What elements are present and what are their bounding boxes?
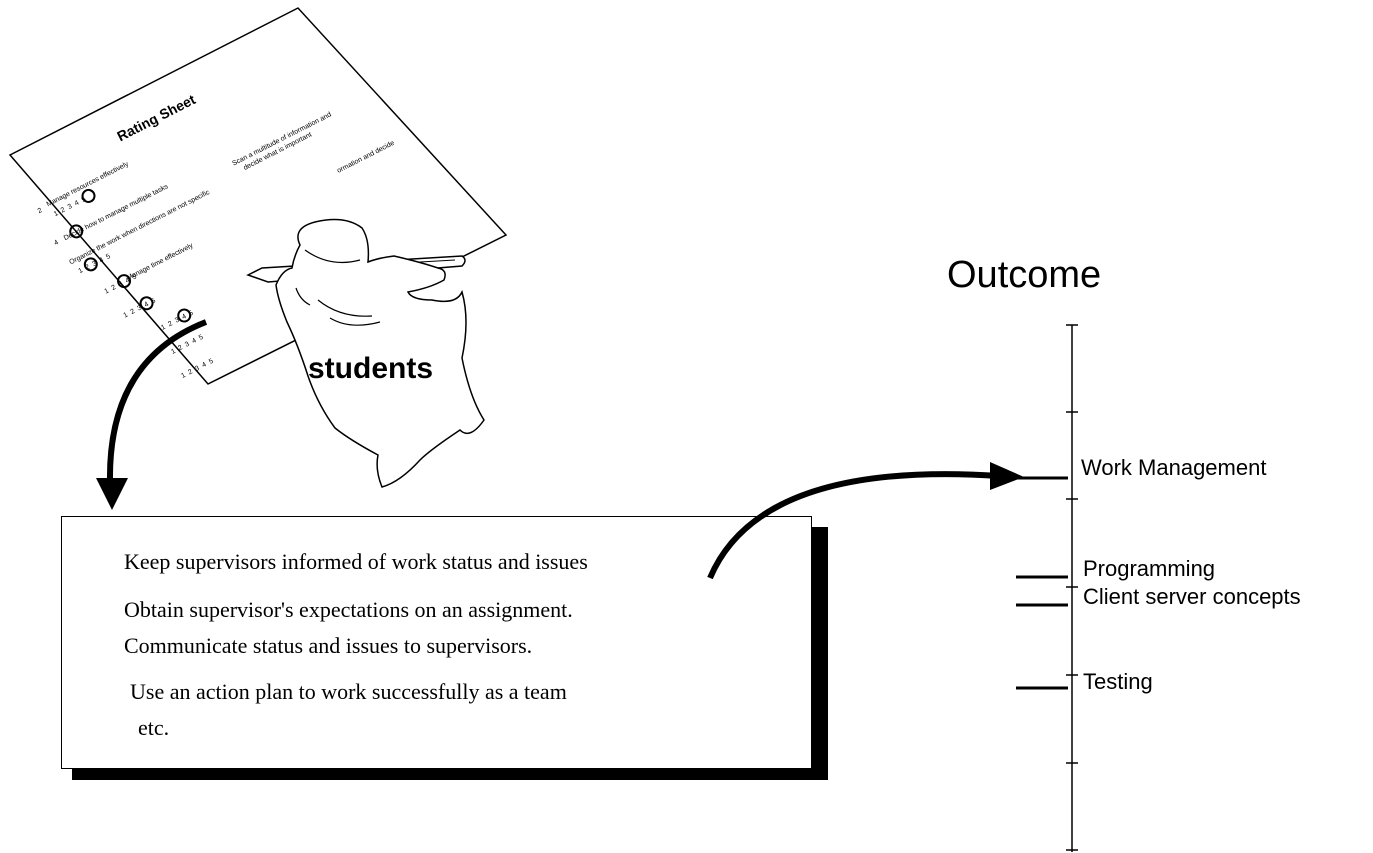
rating-circle — [117, 274, 132, 289]
rating-circle — [81, 188, 96, 203]
hand-label: students — [308, 352, 433, 385]
rating-circle — [83, 257, 98, 272]
rating-circle — [139, 296, 154, 311]
rating-item-number: 2 — [37, 207, 44, 215]
rating-circle — [69, 224, 84, 239]
objective-line: etc. — [138, 715, 170, 740]
objective-line: Obtain supervisor's expectations on an a… — [124, 597, 573, 622]
objective-line: Use an action plan to work successfully … — [130, 679, 567, 704]
outcome-label-client-server: Client server concepts — [1083, 584, 1301, 609]
objectives-box: Keep supervisors informed of work status… — [61, 516, 812, 769]
scale-ticks — [1066, 324, 1078, 851]
hand-drawing: students — [246, 218, 485, 488]
rating-sheet: Rating Sheet 2 Manage resources effectiv… — [0, 0, 520, 390]
outcome-label-programming: Programming — [1083, 556, 1216, 581]
objective-line: Communicate status and issues to supervi… — [124, 633, 533, 658]
objective-line: Keep supervisors informed of work status… — [124, 549, 588, 574]
outcome-label-testing: Testing — [1083, 669, 1153, 694]
outcome-title: Outcome — [947, 254, 1102, 296]
rating-item-number: 4 — [53, 239, 60, 247]
outcome-label-work-management: Work Management — [1081, 455, 1267, 480]
outcome-markers — [1016, 476, 1068, 690]
hand-icon — [275, 218, 485, 488]
